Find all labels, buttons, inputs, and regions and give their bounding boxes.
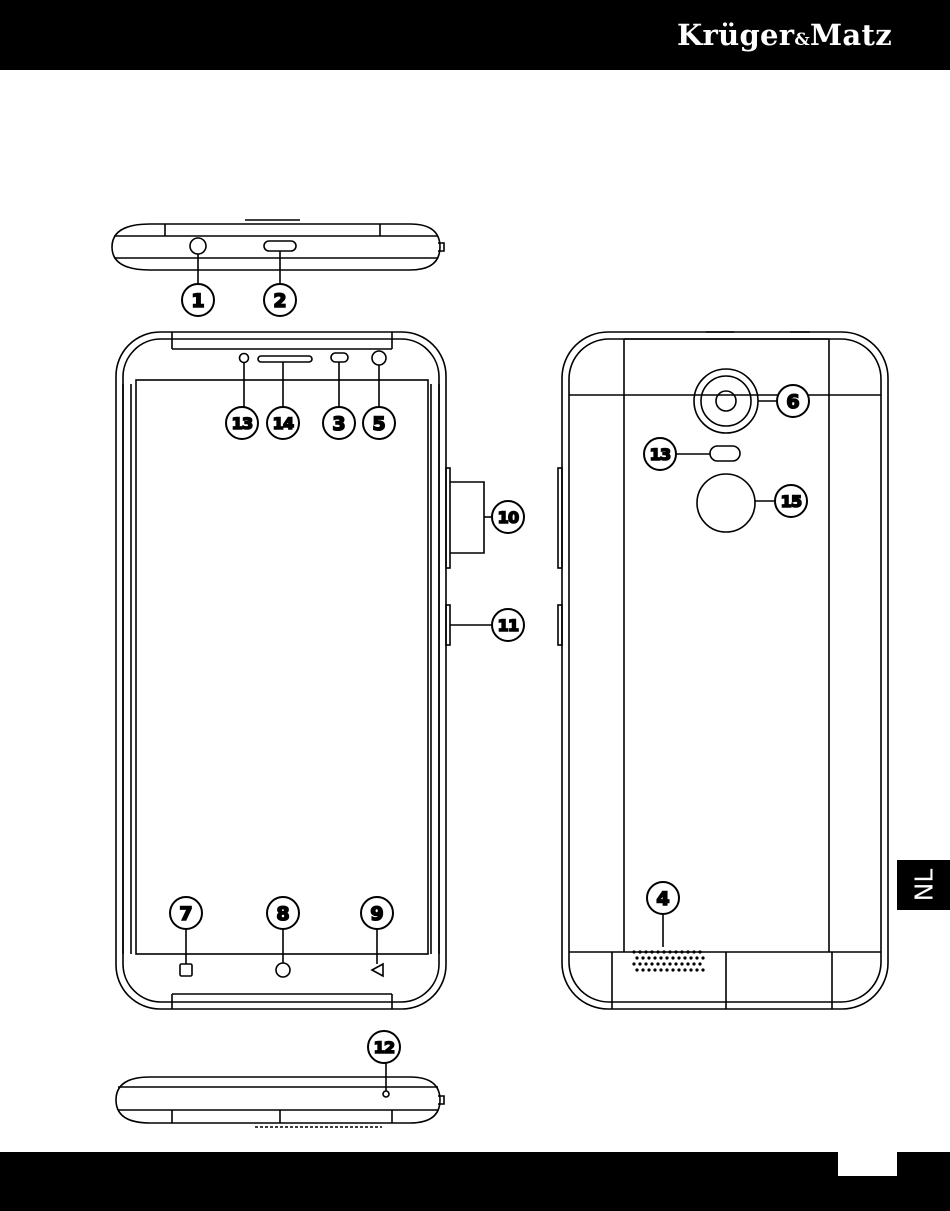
callout-4: 4 <box>647 882 679 914</box>
rear-flash <box>710 446 740 461</box>
top-edge-view <box>112 220 444 284</box>
bottom-edge-view <box>116 1062 444 1127</box>
fingerprint-sensor <box>697 474 755 532</box>
callout-7-label: 7 <box>179 903 192 925</box>
front-flash <box>331 353 348 362</box>
volume-buttons <box>446 468 450 568</box>
language-tab: NL <box>897 860 950 910</box>
callout-3: 3 <box>323 407 355 439</box>
microphone <box>383 1091 389 1097</box>
page-number-box <box>838 1152 897 1176</box>
callout-12: 12 <box>368 1031 400 1063</box>
callout-15: 15 <box>775 485 807 517</box>
callout-10: 10 <box>492 501 524 533</box>
callout-12-label: 12 <box>374 1038 395 1057</box>
back-icon <box>372 964 383 976</box>
callout-14: 14 <box>267 407 299 439</box>
callout-1-label: 1 <box>191 290 204 312</box>
callout-13-front-label: 13 <box>232 414 253 433</box>
proximity-sensor <box>240 354 249 363</box>
callout-6-label: 6 <box>786 391 799 413</box>
callout-2-label: 2 <box>273 290 286 312</box>
callout-8: 8 <box>267 897 299 929</box>
callout-6: 6 <box>777 385 809 417</box>
recent-apps-icon <box>180 964 192 976</box>
earpiece-speaker <box>258 356 312 362</box>
usb-port <box>264 241 296 251</box>
rear-camera <box>694 369 758 433</box>
callout-4-label: 4 <box>656 888 669 910</box>
callout-14-label: 14 <box>273 414 294 433</box>
callout-15-label: 15 <box>781 492 802 511</box>
callout-13-front: 13 <box>226 407 258 439</box>
callout-13-back: 13 <box>644 438 676 470</box>
headphone-jack <box>190 238 206 254</box>
home-icon <box>276 963 290 977</box>
callout-13-back-label: 13 <box>650 445 671 464</box>
language-label: NL <box>909 869 938 902</box>
callout-9-label: 9 <box>370 903 383 925</box>
callout-1: 1 <box>182 284 214 316</box>
power-button <box>446 605 450 645</box>
callout-5-label: 5 <box>372 413 385 435</box>
callout-9: 9 <box>361 897 393 929</box>
callout-3-label: 3 <box>332 413 345 435</box>
front-camera <box>372 351 386 365</box>
callout-10-label: 10 <box>498 508 519 527</box>
callout-8-label: 8 <box>276 903 289 925</box>
back-view <box>558 332 888 1009</box>
callout-2: 2 <box>264 284 296 316</box>
callout-7: 7 <box>170 897 202 929</box>
footer-bar <box>0 1152 950 1211</box>
callout-11: 11 <box>492 609 524 641</box>
callout-11-label: 11 <box>498 616 519 635</box>
callout-5: 5 <box>363 407 395 439</box>
rear-speaker-grille <box>632 950 704 971</box>
